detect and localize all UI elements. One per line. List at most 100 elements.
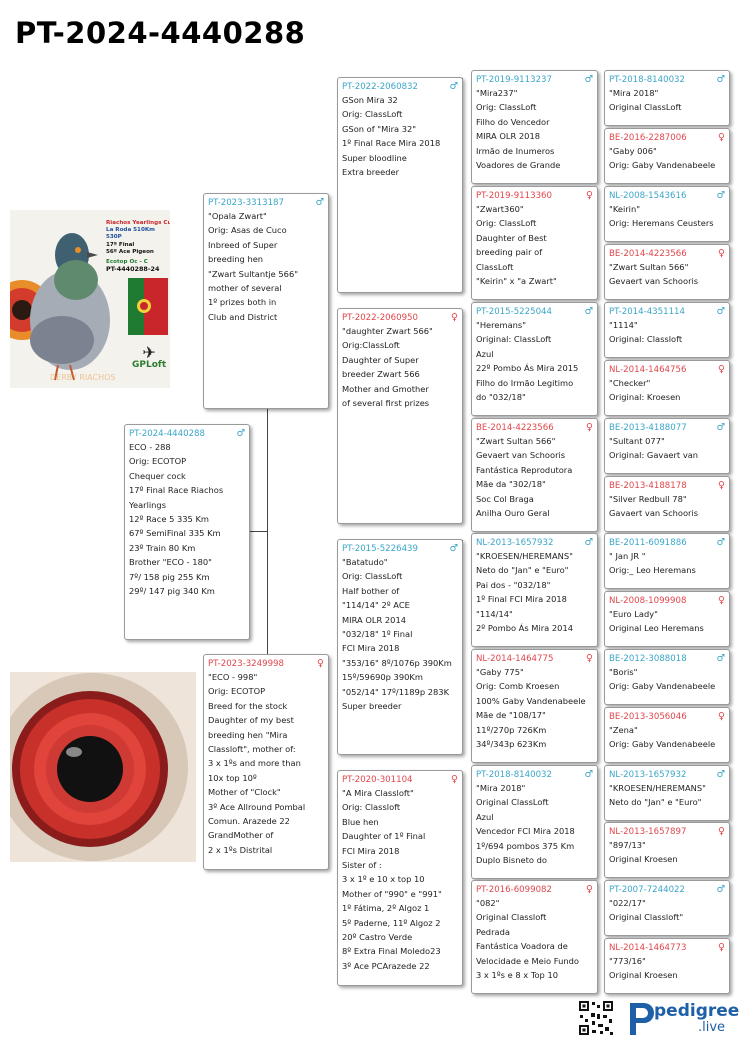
ring-number[interactable]: PT-2015-5226439 (342, 543, 418, 555)
card-line: "Batatudo" (342, 555, 458, 569)
ring-number[interactable]: PT-2022-2060832 (342, 81, 418, 93)
pigeon-card-g4[interactable]: NL-2014-1464775♀"Gaby 775"Orig: Comb Kro… (471, 649, 598, 763)
card-line: Orig: Gaby Vandenabeele (609, 737, 725, 751)
card-header: PT-2016-6099082♀ (476, 884, 593, 896)
card-line: Vencedor FCI Mira 2018 (476, 824, 593, 838)
ring-number[interactable]: NL-2013-1657897 (609, 826, 686, 838)
ring-number[interactable]: PT-2023-3249998 (208, 658, 284, 670)
pigeon-card-g5[interactable]: NL-2014-1464773♀"773/16"Original Kroesen (604, 938, 730, 994)
card-line: Original ClassLoft (476, 795, 593, 809)
card-line: "A Mira Classloft" (342, 786, 458, 800)
ring-number[interactable]: PT-2016-6099082 (476, 884, 552, 896)
pigeon-card-sire[interactable]: PT-2023-3313187♂"Opala Zwart"Orig: Asas … (203, 193, 329, 409)
ring-number[interactable]: BE-2016-2287006 (609, 132, 687, 144)
pigeon-card-g4[interactable]: BE-2014-4223566♀"Zwart Sultan 566"Gevaer… (471, 418, 598, 532)
ring-number[interactable]: BE-2014-4223566 (609, 248, 687, 260)
pigeon-card-g5[interactable]: NL-2013-1657932♂"KROESEN/HEREMANS"Neto d… (604, 765, 730, 821)
card-line: 5º Paderne, 11º Algoz 2 (342, 916, 458, 930)
ring-number[interactable]: PT-2020-301104 (342, 774, 413, 786)
pigeon-card-g4[interactable]: PT-2018-8140032♂"Mira 2018"Original Clas… (471, 765, 598, 879)
card-line: Original Kroesen (609, 852, 725, 866)
card-line: Original Kroesen (609, 968, 725, 982)
pigeon-card-g5[interactable]: PT-2018-8140032♂"Mira 2018"Original Clas… (604, 70, 730, 126)
pigeon-card-g5[interactable]: BE-2013-4188077♂"Sultant 077"Original: G… (604, 418, 730, 474)
card-line: Fantástica Voadora de (476, 939, 593, 953)
ring-number[interactable]: BE-2013-4188178 (609, 480, 687, 492)
pigeon-card-g5[interactable]: NL-2013-1657897♀"897/13"Original Kroesen (604, 822, 730, 878)
ring-number[interactable]: BE-2014-4223566 (476, 422, 554, 434)
ring-number[interactable]: PT-2015-5225044 (476, 306, 552, 318)
ring-number[interactable]: NL-2008-1543616 (609, 190, 686, 202)
ring-number[interactable]: NL-2013-1657932 (609, 769, 686, 781)
cup-line-1: Riachos Yearlings Cup 2025 (106, 220, 170, 227)
card-line: Classloft", mother of: (208, 742, 324, 756)
pigeon-card-g4[interactable]: PT-2015-5225044♂"Heremans"Original: Clas… (471, 302, 598, 416)
card-header: PT-2019-9113360♀ (476, 190, 593, 202)
card-line: 3 x 1ºs and more than (208, 756, 324, 770)
pigeon-card-g5[interactable]: NL-2008-1543616♂"Keirin"Orig: Heremans C… (604, 186, 730, 242)
pigeon-card-dam-dam[interactable]: PT-2020-301104♀"A Mira Classloft"Orig: C… (337, 770, 463, 986)
connector (267, 407, 268, 658)
pigeon-card-g5[interactable]: BE-2012-3088018♂"Boris"Orig: Gaby Vanden… (604, 649, 730, 705)
card-line: " Jan JR " (609, 549, 725, 563)
ring-number[interactable]: BE-2012-3088018 (609, 653, 687, 665)
card-line: Original: Gavaert van (609, 448, 725, 462)
pigeon-card-g5[interactable]: BE-2014-4223566♀"Zwart Sultan 566"Gevaer… (604, 244, 730, 300)
card-header: PT-2024-4440288♂ (129, 428, 245, 440)
ring-number[interactable]: PT-2024-4440288 (129, 428, 205, 440)
ring-number[interactable]: PT-2018-8140032 (476, 769, 552, 781)
pigeon-card-g4[interactable]: PT-2019-9113237♂"Mira237"Orig: ClassLoft… (471, 70, 598, 184)
male-icon: ♂ (584, 538, 593, 548)
ring-number[interactable]: NL-2013-1657932 (476, 537, 553, 549)
male-icon: ♂ (584, 307, 593, 317)
ring-number[interactable]: PT-2018-8140032 (609, 74, 685, 86)
card-line: breeding hen (208, 252, 324, 266)
ring-number[interactable]: PT-2023-3313187 (208, 197, 284, 209)
pigeon-card-g5[interactable]: PT-2007-7244022♂"022/17"Original Classlo… (604, 880, 730, 936)
card-line: "1114" (609, 318, 725, 332)
ring-number[interactable]: PT-2019-9113360 (476, 190, 552, 202)
pigeon-card-sire-dam[interactable]: PT-2022-2060950♀"daughter Zwart 566"Orig… (337, 308, 463, 524)
pigeon-card-g4[interactable]: NL-2013-1657932♂"KROESEN/HEREMANS"Neto d… (471, 533, 598, 647)
card-line: Azul (476, 810, 593, 824)
eye-photo (10, 672, 196, 862)
card-line: 3 x 1ºs e 8 x Top 10 (476, 968, 593, 982)
ring-number[interactable]: NL-2014-1464773 (609, 942, 686, 954)
male-icon: ♂ (716, 885, 725, 895)
ring-number[interactable]: BE-2011-6091886 (609, 537, 687, 549)
pigeon-card-g5[interactable]: BE-2013-4188178♀"Silver Redbull 78"Gavae… (604, 476, 730, 532)
card-line: do "032/18" (476, 390, 593, 404)
pigeon-card-g5[interactable]: BE-2011-6091886♂" Jan JR "Orig:_ Leo Her… (604, 533, 730, 589)
ring-number[interactable]: BE-2013-4188077 (609, 422, 687, 434)
connector (250, 531, 268, 532)
card-line: "082" (476, 896, 593, 910)
pigeon-card-g5[interactable]: BE-2016-2287006♀"Gaby 006"Orig: Gaby Van… (604, 128, 730, 184)
card-line: 11º/270p 726Km (476, 723, 593, 737)
ring-number[interactable]: PT-2007-7244022 (609, 884, 685, 896)
card-line: MIRA OLR 2018 (476, 129, 593, 143)
card-line: Daughter of Super (342, 353, 458, 367)
pedigree-live-logo[interactable]: pedigree .live (628, 999, 738, 1039)
qr-code-icon[interactable] (578, 1000, 614, 1036)
ring-number[interactable]: BE-2013-3056046 (609, 711, 687, 723)
pigeon-card-g5[interactable]: NL-2014-1464756♀"Checker"Original: Kroes… (604, 360, 730, 416)
ring-number[interactable]: NL-2014-1464756 (609, 364, 686, 376)
pigeon-card-g5[interactable]: NL-2008-1099908♀"Euro Lady"Original Leo … (604, 591, 730, 647)
card-line: Comun. Arazede 22 (208, 814, 324, 828)
card-line: "Zena" (609, 723, 725, 737)
ring-number[interactable]: NL-2014-1464775 (476, 653, 553, 665)
card-line: Orig: Gaby Vandenabeele (609, 679, 725, 693)
ring-number[interactable]: PT-2014-4351114 (609, 306, 685, 318)
pigeon-card-g4[interactable]: PT-2019-9113360♀"Zwart360"Orig: ClassLof… (471, 186, 598, 300)
pigeon-card-g5[interactable]: BE-2013-3056046♀"Zena"Orig: Gaby Vandena… (604, 707, 730, 763)
pigeon-card-g5[interactable]: PT-2014-4351114♂"1114"Original: Classlof… (604, 302, 730, 358)
pigeon-card-dam-sire[interactable]: PT-2015-5226439♂"Batatudo"Orig: ClassLof… (337, 539, 463, 755)
ring-number[interactable]: PT-2019-9113237 (476, 74, 552, 86)
ring-number[interactable]: PT-2022-2060950 (342, 312, 418, 324)
ring-number[interactable]: NL-2008-1099908 (609, 595, 686, 607)
